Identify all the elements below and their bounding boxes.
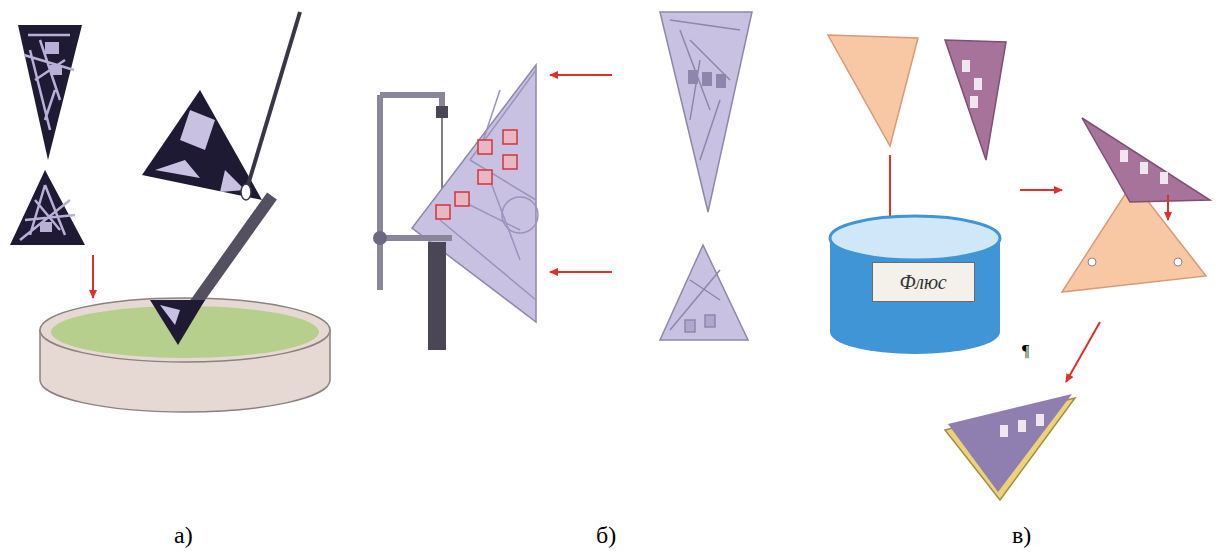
pilcrow-mark: ¶: [1022, 342, 1029, 360]
flux-label: Флюс: [872, 262, 975, 302]
panel-label: б): [596, 522, 616, 548]
panel-c-art: [828, 35, 1210, 500]
panel-a-art: [10, 12, 330, 412]
flux-text: Флюс: [899, 271, 946, 294]
panel-label: в): [1012, 522, 1031, 548]
panel-b-art: [373, 12, 752, 350]
panel-label: а): [174, 522, 193, 548]
